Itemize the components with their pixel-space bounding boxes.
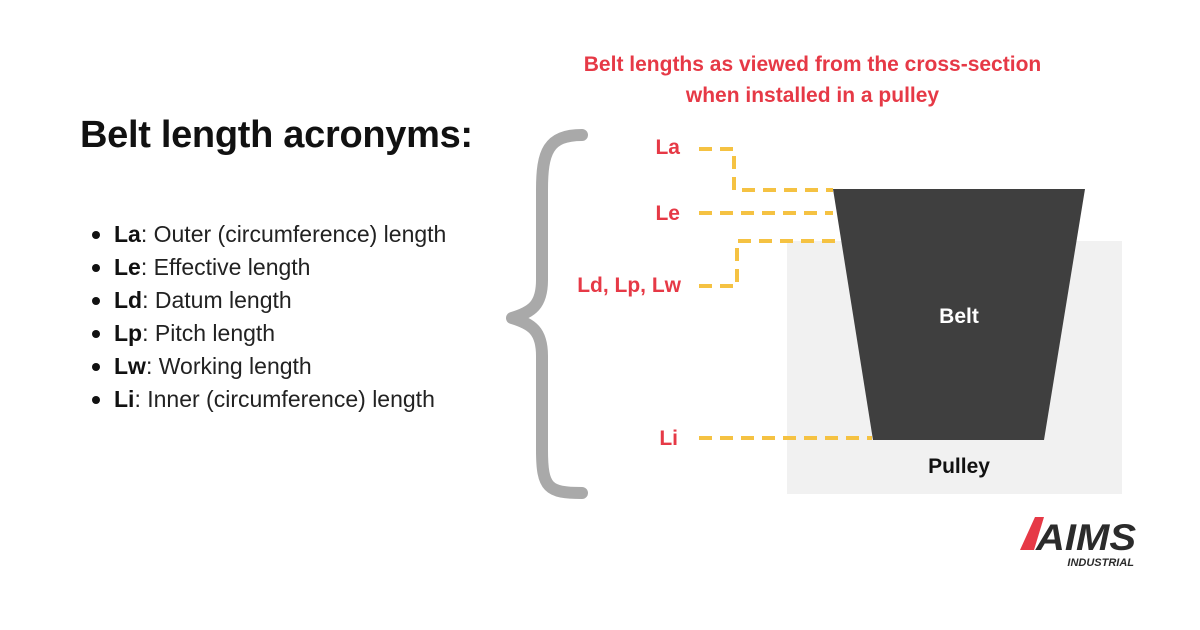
diagram-heading-line1: Belt lengths as viewed from the cross-se… <box>583 53 1042 76</box>
logo-wordmark: AIMS <box>1035 517 1136 558</box>
list-item-le: Le: Effective length <box>92 251 446 284</box>
label-le: Le <box>655 202 680 225</box>
page-title: Belt length acronyms: <box>80 114 473 156</box>
pulley-label: Pulley <box>928 455 990 478</box>
diagram-heading-line2: when installed in a pulley <box>685 84 940 107</box>
belt-shape <box>833 189 1085 440</box>
list-item-ld: Ld: Datum length <box>92 284 446 317</box>
leader-line-ld <box>699 239 840 288</box>
list-item-lp: Lp: Pitch length <box>92 317 446 350</box>
belt-label: Belt <box>939 305 979 328</box>
list-item-lw: Lw: Working length <box>92 350 446 383</box>
logo-mark-icon <box>1020 517 1044 550</box>
acronym-list: La: Outer (circumference) length Le: Eff… <box>92 218 446 416</box>
label-la: La <box>655 136 680 159</box>
list-item-la: La: Outer (circumference) length <box>92 218 446 251</box>
diagram-heading: Belt lengths as viewed from the cross-se… <box>540 49 1085 111</box>
logo-subtitle: INDUSTRIAL <box>1067 557 1134 569</box>
aims-industrial-logo: AIMS INDUSTRIAL <box>1020 517 1136 569</box>
curly-brace <box>506 129 588 499</box>
leader-line-la <box>699 147 833 192</box>
label-ld-lp-lw: Ld, Lp, Lw <box>577 274 681 297</box>
list-item-li: Li: Inner (circumference) length <box>92 383 446 416</box>
label-li: Li <box>659 427 678 450</box>
